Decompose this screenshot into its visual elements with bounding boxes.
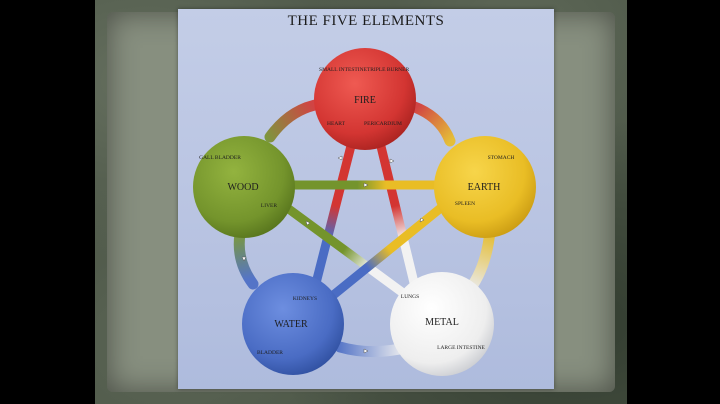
- organ-pericardium: PERICARDIUM: [364, 121, 402, 127]
- arc-metal-water: [334, 341, 406, 358]
- element-name-metal: METAL: [425, 317, 459, 328]
- arrow-icon: [305, 220, 311, 226]
- element-name-wood: WOOD: [227, 182, 258, 193]
- star-fire-water: [309, 129, 359, 296]
- star-fire-metal: [373, 129, 421, 296]
- poster-title: THE FIVE ELEMENTS: [287, 13, 445, 29]
- element-earth: EARTH STOMACH SPLEEN: [434, 136, 536, 238]
- element-fire: FIRE SMALL INTESTINE TRIPLE BURNER HEART…: [314, 48, 416, 150]
- five-elements-poster: THE FIVE ELEMENTS: [178, 9, 554, 389]
- element-metal: METAL LUNGS LARGE INTESTINE: [390, 272, 494, 376]
- organ-heart: HEART: [327, 121, 346, 127]
- arc-wood-fire: [264, 98, 326, 143]
- element-water: WATER KIDNEYS BLADDER: [242, 273, 344, 375]
- organ-triple-burner: TRIPLE BURNER: [367, 67, 410, 73]
- element-name-fire: FIRE: [354, 95, 376, 106]
- five-elements-diagram: FIRE SMALL INTESTINE TRIPLE BURNER HEART…: [193, 48, 536, 376]
- arrow-icon: [363, 348, 369, 354]
- organ-spleen: SPLEEN: [455, 201, 475, 207]
- star-earth-water: [321, 202, 447, 306]
- arrow-icon: [241, 256, 247, 262]
- organ-gall-bladder: GALL BLADDER: [199, 155, 241, 161]
- element-name-water: WATER: [274, 319, 308, 330]
- organ-small-intestine: SMALL INTESTINE: [319, 67, 368, 73]
- organ-large-intestine: LARGE INTESTINE: [437, 345, 485, 351]
- organ-kidneys: KIDNEYS: [293, 296, 317, 302]
- arc-water-wood: [233, 228, 259, 290]
- arrow-icon: [419, 217, 425, 223]
- arrow-icon: [389, 158, 395, 164]
- element-name-earth: EARTH: [468, 182, 501, 193]
- organ-liver: LIVER: [261, 203, 278, 209]
- arrow-icon: [363, 182, 369, 188]
- organ-bladder: BLADDER: [257, 350, 283, 356]
- element-wood: WOOD GALL BLADDER LIVER: [193, 136, 295, 238]
- direction-arrows: [241, 155, 425, 354]
- organ-lungs: LUNGS: [401, 294, 419, 300]
- organ-stomach: STOMACH: [488, 155, 515, 161]
- arrow-icon: [337, 155, 343, 161]
